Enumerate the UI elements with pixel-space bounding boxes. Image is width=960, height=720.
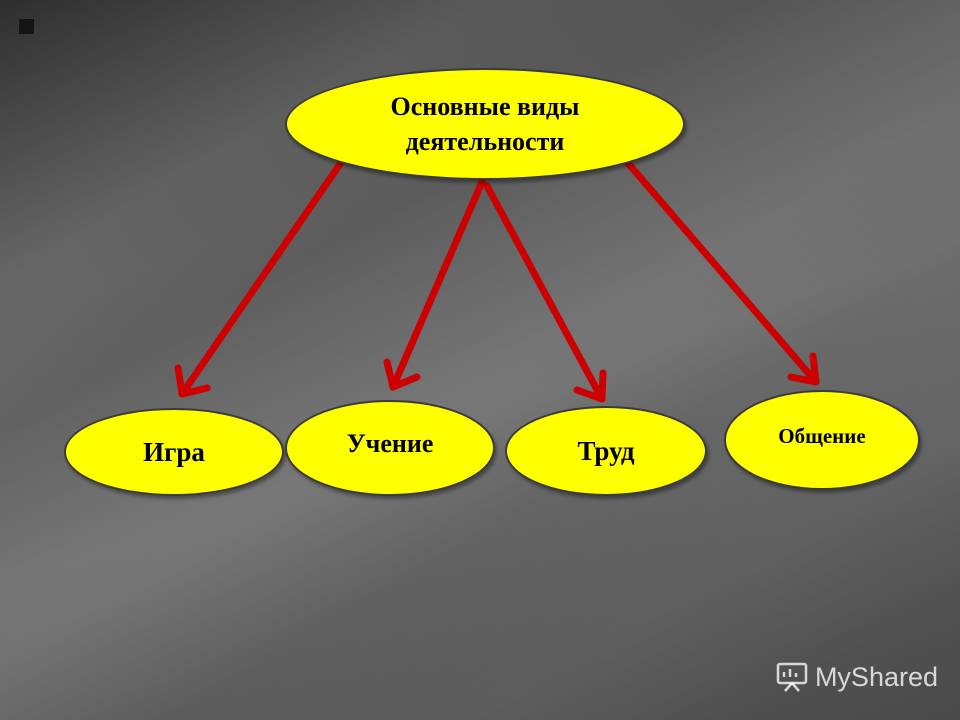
- arrow-to-uchenie: [383, 178, 486, 391]
- child-node-label: Общение: [778, 423, 866, 448]
- child-node-label: Труд: [577, 435, 635, 466]
- child-node-label: Игра: [143, 436, 205, 467]
- arrow-to-igra: [174, 160, 344, 398]
- root-node-main-activities: Основные виды деятельности: [285, 68, 685, 180]
- corner-square-mark: [19, 19, 34, 34]
- root-node-line1: Основные виды: [390, 91, 580, 121]
- child-node-label: Учение: [346, 429, 434, 458]
- watermark: MyShared: [775, 660, 938, 694]
- presentation-board-icon: [776, 662, 808, 692]
- child-node-obshenie: Общение: [724, 390, 920, 490]
- arrow-to-obshenie: [623, 158, 820, 386]
- watermark-text: MyShared: [814, 661, 938, 692]
- root-node-line2: деятельности: [405, 127, 565, 156]
- child-node-uchenie: Учение: [285, 400, 495, 496]
- child-node-trud: Труд: [505, 406, 707, 496]
- arrow-to-trud: [483, 182, 607, 403]
- child-node-igra: Игра: [64, 408, 284, 496]
